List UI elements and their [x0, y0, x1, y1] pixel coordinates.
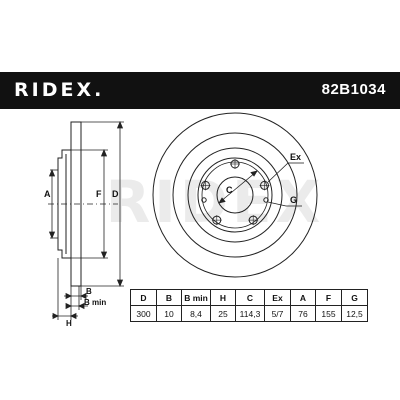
- spec-header-cell: B: [156, 289, 182, 306]
- brand-logo: RIDEX.: [14, 79, 105, 101]
- spec-value-cell: 10: [156, 305, 182, 322]
- spec-header-cell: B min: [181, 289, 211, 306]
- spec-header-cell: C: [235, 289, 265, 306]
- dimension-c: [218, 170, 258, 204]
- spec-table: D B B min H C Ex A F G 300 10 8,4 25 114…: [130, 289, 368, 322]
- spec-value-cell: 114,3: [235, 305, 265, 322]
- leader-g: [267, 201, 302, 207]
- spec-value-cell: 5/7: [264, 305, 291, 322]
- dimension-f: [62, 148, 108, 260]
- spec-header-cell: D: [130, 289, 157, 306]
- dimension-a: [48, 168, 58, 240]
- spec-header-cell: G: [341, 289, 368, 306]
- dimension-b: [52, 258, 88, 320]
- spec-header-cell: F: [315, 289, 342, 306]
- label-d: D: [112, 189, 119, 199]
- label-g: G: [290, 195, 297, 205]
- leader-ex: [267, 162, 304, 183]
- spec-value-cell: 8,4: [181, 305, 211, 322]
- label-b: B: [86, 287, 92, 296]
- spec-value-cell: 300: [130, 305, 157, 322]
- spec-value-cell: 155: [315, 305, 342, 322]
- spec-value-cell: 12,5: [341, 305, 368, 322]
- spec-header-cell: H: [210, 289, 236, 306]
- side-view: [48, 121, 118, 287]
- spec-value-cell: 76: [290, 305, 316, 322]
- label-f: F: [96, 189, 102, 199]
- spec-value-cell: 25: [210, 305, 236, 322]
- label-b-min: B min: [84, 298, 106, 307]
- spec-value-row: 300 10 8,4 25 114,3 5/7 76 155 12,5: [130, 305, 368, 322]
- label-h: H: [66, 319, 72, 328]
- spec-header-row: D B B min H C Ex A F G: [130, 289, 368, 306]
- spec-header-cell: Ex: [264, 289, 291, 306]
- part-number: 82B1034: [321, 81, 386, 98]
- spec-header-cell: A: [290, 289, 316, 306]
- header-bar: RIDEX. 82B1034: [0, 72, 400, 109]
- label-ex: Ex: [290, 152, 301, 162]
- label-c: C: [226, 185, 233, 195]
- dimension-d: [81, 120, 124, 288]
- label-a: A: [44, 189, 51, 199]
- bolt-hole-marks: [200, 159, 270, 226]
